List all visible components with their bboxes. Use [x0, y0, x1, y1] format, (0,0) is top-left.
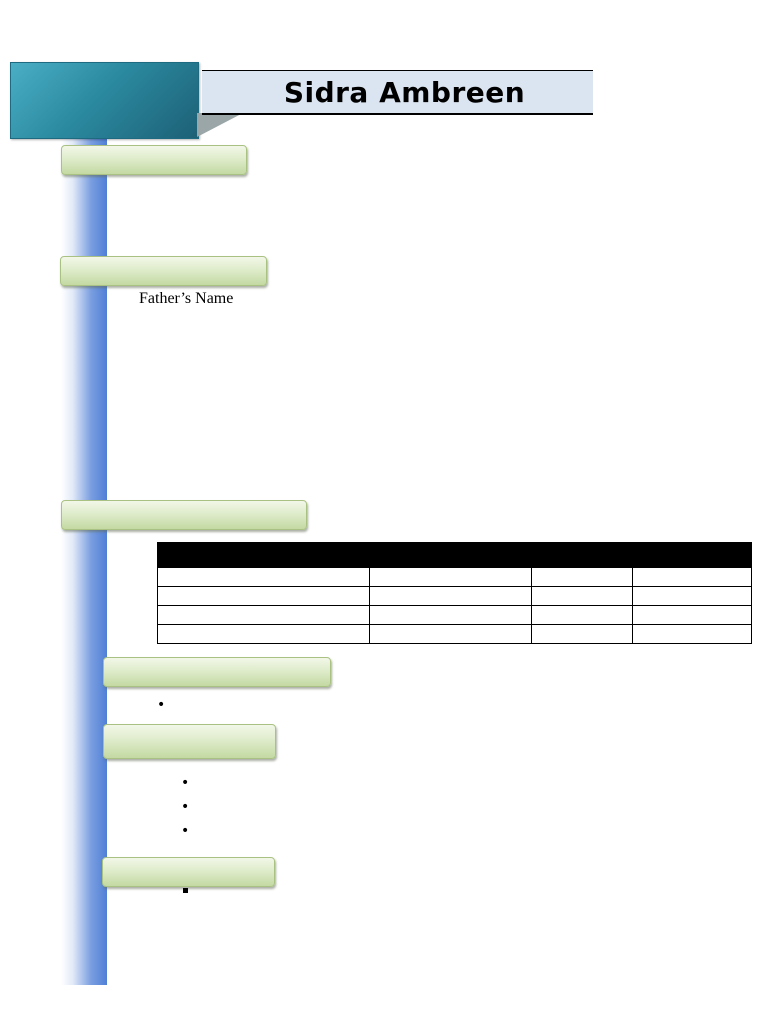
table-header-cell [157, 542, 370, 568]
bullet-point: • [181, 799, 190, 815]
table-header-cell [369, 542, 532, 568]
section-header-5 [103, 724, 276, 759]
section-header-1 [61, 145, 247, 175]
table-cell [369, 586, 532, 606]
table-row [157, 605, 752, 625]
table-cell [531, 624, 633, 644]
name-banner: Sidra Ambreen [202, 70, 593, 115]
table-cell [157, 567, 370, 587]
table-row [157, 624, 752, 644]
table-cell [632, 605, 752, 625]
bullet-point: • [181, 823, 190, 839]
table-cell [369, 567, 532, 587]
table-cell [632, 567, 752, 587]
table-cell [531, 605, 633, 625]
table-header-row [157, 542, 752, 568]
table-cell [632, 586, 752, 606]
square-bullet-point [183, 888, 188, 893]
header-accent-shadow [197, 113, 243, 137]
bullet-point: • [181, 775, 190, 791]
table-cell [369, 605, 532, 625]
section-header-6 [102, 857, 275, 887]
section-header-3 [61, 500, 307, 530]
fathers-name-label: Father’s Name [139, 290, 234, 307]
section-header-4 [103, 657, 331, 687]
table-cell [157, 624, 370, 644]
bullet-point: • [157, 697, 166, 713]
table-header-cell [632, 542, 752, 568]
candidate-name: Sidra Ambreen [283, 75, 526, 109]
table-cell [369, 624, 532, 644]
table-cell [157, 605, 370, 625]
table-cell [157, 586, 370, 606]
section-header-2 [60, 256, 267, 286]
table-header-cell [531, 542, 633, 568]
table-row [157, 586, 752, 606]
education-table [157, 542, 752, 644]
table-row [157, 567, 752, 587]
header-accent-block [10, 62, 199, 139]
table-cell [531, 586, 633, 606]
table-cell [632, 624, 752, 644]
table-cell [531, 567, 633, 587]
